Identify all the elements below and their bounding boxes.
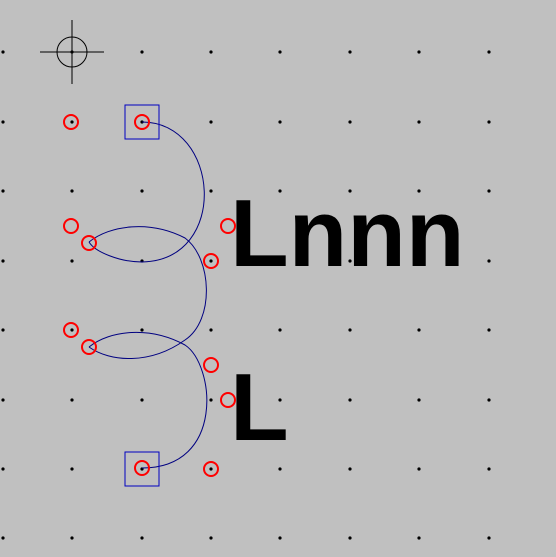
grid-dot — [348, 398, 352, 402]
grid-dot — [1, 467, 5, 471]
grid-dot — [278, 467, 282, 471]
grid-dot — [487, 50, 491, 54]
grid-dot — [70, 120, 74, 124]
grid-dot — [417, 398, 421, 402]
grid-dot — [140, 398, 144, 402]
connection-markers — [63, 114, 236, 477]
grid-dot — [278, 50, 282, 54]
grid-dot — [348, 189, 352, 193]
grid-dot — [348, 328, 352, 332]
grid-dot — [348, 536, 352, 540]
marker — [134, 114, 150, 130]
grid-dot — [487, 120, 491, 124]
grid-dot — [278, 398, 282, 402]
marker — [63, 218, 79, 234]
grid-dot — [140, 536, 144, 540]
grid-dot — [417, 328, 421, 332]
grid-dot — [417, 189, 421, 193]
grid-dot — [417, 259, 421, 263]
marker — [203, 253, 219, 269]
grid-dot — [209, 189, 213, 193]
coil-arc-top — [88, 121, 205, 263]
value-label[interactable]: L — [230, 354, 289, 461]
marker — [81, 339, 97, 355]
grid-dot — [70, 328, 74, 332]
grid-dot — [209, 536, 213, 540]
grid-dot — [209, 467, 213, 471]
grid-dot — [140, 50, 144, 54]
grid-dot — [487, 467, 491, 471]
grid-dot — [417, 467, 421, 471]
grid-dot — [209, 259, 213, 263]
grid-dot — [348, 467, 352, 471]
marker — [63, 322, 79, 338]
grid-dot — [209, 328, 213, 332]
grid-dot — [140, 328, 144, 332]
crosshair-icon — [40, 20, 104, 84]
grid-dot — [1, 398, 5, 402]
grid-dot — [209, 50, 213, 54]
grid-dot — [278, 189, 282, 193]
marker — [203, 461, 219, 477]
grid-dot — [209, 120, 213, 124]
marker — [220, 218, 236, 234]
inductor-coil[interactable] — [88, 121, 208, 469]
grid-dots — [1, 50, 491, 540]
marker — [63, 114, 79, 130]
grid-dot — [70, 259, 74, 263]
grid-dot — [278, 328, 282, 332]
grid-dot — [487, 189, 491, 193]
grid-dot — [278, 259, 282, 263]
grid-dot — [417, 120, 421, 124]
marker — [203, 357, 219, 373]
grid-dot — [417, 50, 421, 54]
grid-dot — [140, 189, 144, 193]
grid-dot — [348, 50, 352, 54]
grid-dot — [417, 536, 421, 540]
pin-1-box[interactable] — [124, 104, 160, 140]
grid-dot — [70, 189, 74, 193]
grid-dot — [487, 398, 491, 402]
pin-2-box[interactable] — [124, 451, 160, 487]
grid-dot — [1, 536, 5, 540]
grid-dot — [1, 50, 5, 54]
grid-dot — [348, 120, 352, 124]
grid-dot — [1, 328, 5, 332]
grid-dot — [348, 259, 352, 263]
grid-dot — [70, 398, 74, 402]
marker — [134, 460, 150, 476]
grid-dot — [1, 259, 5, 263]
grid-dot — [487, 536, 491, 540]
marker — [220, 392, 236, 408]
grid-dot — [209, 398, 213, 402]
grid-dot — [278, 120, 282, 124]
coil-arc-middle — [88, 226, 207, 360]
reference-label[interactable]: Lnnn — [230, 180, 465, 287]
grid-dot — [487, 328, 491, 332]
coil-arc-bottom — [88, 331, 208, 469]
marker — [81, 235, 97, 251]
grid-dot — [278, 536, 282, 540]
grid-dot — [487, 259, 491, 263]
grid-dot — [70, 467, 74, 471]
grid-dot — [70, 536, 74, 540]
grid-dot — [1, 120, 5, 124]
grid-dot — [1, 189, 5, 193]
